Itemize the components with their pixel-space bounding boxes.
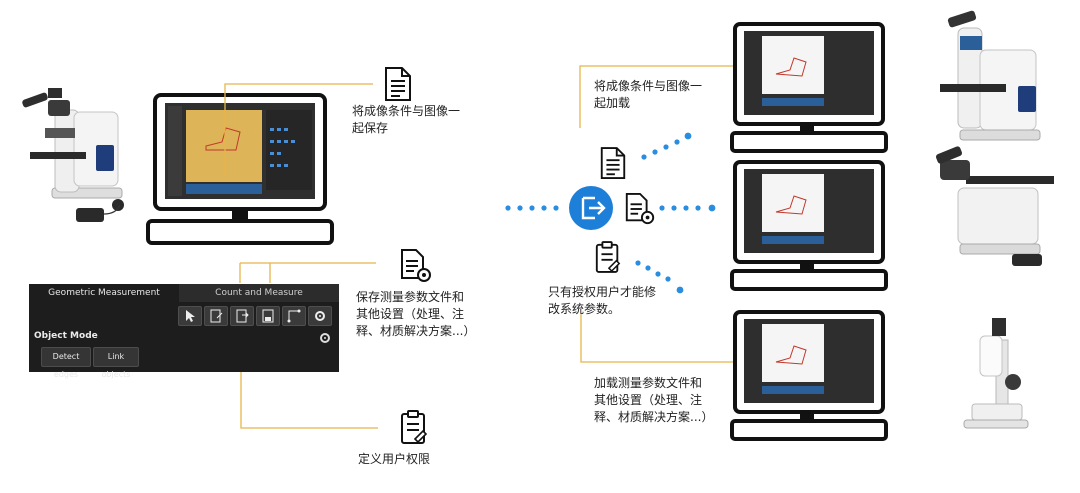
clipboard-edit-icon-center xyxy=(595,241,621,273)
dotted-links xyxy=(505,132,716,294)
measurement-panel: Geometric Measurement Count and Measure … xyxy=(29,284,339,372)
document-save-icon xyxy=(262,309,274,323)
save-document-button[interactable] xyxy=(256,306,280,326)
monitor-icon-left xyxy=(146,93,334,245)
document-settings-icon xyxy=(401,249,431,282)
microscope-icon-left xyxy=(22,88,124,222)
gear-icon xyxy=(320,333,330,343)
link-objects-button[interactable]: Link objects xyxy=(93,347,139,379)
connector-lines-right xyxy=(579,65,740,363)
caption-define-rights: 定义用户权限 xyxy=(358,452,431,466)
monitor-icon-right-top xyxy=(730,22,888,153)
document-edit-icon xyxy=(210,309,223,323)
calibration-button[interactable] xyxy=(282,306,306,326)
monitor-icon-right-bottom xyxy=(730,310,888,441)
clipboard-edit-icon xyxy=(401,410,428,444)
caption-save-image: 将成像条件与图像一 起保存 xyxy=(352,104,461,135)
object-mode-label: Object Mode xyxy=(34,331,98,341)
microscope-icon-right-middle xyxy=(935,146,1054,266)
gear-icon xyxy=(315,311,325,321)
caption-load-image: 将成像条件与图像一 起加载 xyxy=(594,79,703,110)
microscope-icon-right-top xyxy=(940,10,1041,141)
edit-document-button[interactable] xyxy=(204,306,228,326)
object-mode-settings-button[interactable] xyxy=(319,329,331,348)
document-icon-center xyxy=(600,147,626,179)
detect-edges-button[interactable]: Detect edges xyxy=(41,347,91,379)
document-load-icon xyxy=(236,309,249,323)
monitor-icon-right-middle xyxy=(730,160,888,291)
caption-save-params: 保存测量参数文件和 其他设置（处理、注 释、材质解决方案...） xyxy=(356,290,476,338)
connector-lines-left xyxy=(224,83,378,429)
load-document-button[interactable] xyxy=(230,306,254,326)
document-icon xyxy=(385,67,411,101)
tab-geometric-measurement[interactable]: Geometric Measurement xyxy=(29,284,179,302)
cursor-icon xyxy=(186,310,195,322)
ruler-icon xyxy=(287,309,301,323)
export-icon xyxy=(569,186,613,230)
caption-authorized-only: 只有授权用户才能修 改系统参数。 xyxy=(548,285,657,316)
caption-load-params: 加载测量参数文件和 其他设置（处理、注 释、材质解决方案...） xyxy=(594,376,714,424)
select-tool-button[interactable] xyxy=(178,306,202,326)
document-settings-icon-center xyxy=(625,192,655,225)
microscope-icon-right-bottom xyxy=(963,318,1029,429)
settings-button[interactable] xyxy=(308,306,332,326)
tab-count-and-measure[interactable]: Count and Measure xyxy=(179,284,339,302)
